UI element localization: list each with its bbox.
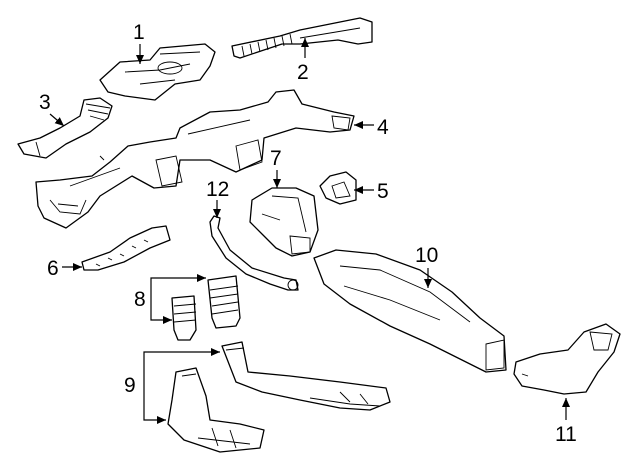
callout-label: 4 (377, 116, 389, 139)
part-6-bracket (81, 225, 171, 271)
callout-12: 12 (206, 178, 229, 218)
callout-8: 8 (134, 274, 206, 324)
callout-label: 5 (377, 180, 389, 203)
callout-label: 8 (134, 288, 146, 311)
callout-label: 6 (47, 257, 59, 280)
callout-label: 12 (206, 178, 229, 201)
callout-7: 7 (270, 147, 282, 188)
part-9-duct-lower (167, 367, 265, 453)
part-5-vent (319, 171, 357, 205)
callout-label: 2 (297, 61, 309, 84)
callout-10: 10 (415, 244, 438, 288)
callout-label: 11 (555, 423, 577, 446)
part-12-hose (209, 215, 299, 291)
callout-2: 2 (297, 38, 309, 84)
callout-9: 9 (124, 348, 220, 424)
callout-11: 11 (555, 398, 577, 446)
callout-3: 3 (39, 91, 65, 127)
callout-label: 10 (415, 244, 438, 267)
part-1-plate (99, 43, 216, 101)
part-9-duct-upper (221, 341, 391, 411)
callout-4: 4 (354, 116, 389, 139)
part-4-duct-assembly (35, 89, 355, 229)
part-3-duct (17, 97, 113, 159)
callout-label: 1 (133, 21, 145, 44)
part-8-boot-right (207, 275, 241, 329)
part-7-adapter (249, 187, 319, 257)
callout-6: 6 (47, 257, 82, 280)
callout-label: 3 (39, 91, 51, 114)
callout-label: 7 (270, 147, 282, 170)
part-10-floor-duct (313, 249, 507, 373)
callout-label: 9 (124, 374, 136, 397)
part-8-boot-left (171, 295, 197, 341)
part-2-duct (231, 17, 373, 59)
part-11-outlet-duct (513, 323, 621, 395)
callout-5: 5 (354, 180, 389, 203)
callout-1: 1 (133, 21, 145, 64)
